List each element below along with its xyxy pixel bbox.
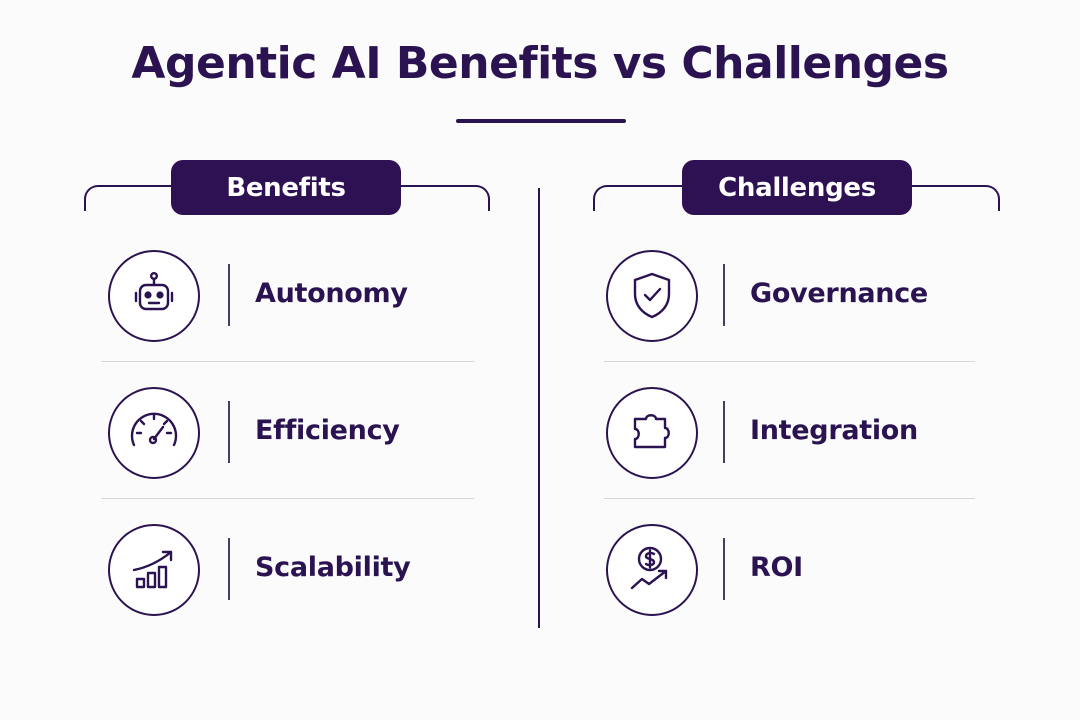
benefit-label: Autonomy	[255, 278, 408, 309]
row-divider	[101, 498, 474, 499]
row-separator	[723, 401, 725, 463]
benefits-header: Benefits	[171, 160, 401, 215]
row-divider	[604, 361, 975, 362]
challenge-label: ROI	[750, 552, 803, 583]
challenges-bracket-right	[906, 185, 1000, 211]
speedometer-icon	[108, 387, 200, 479]
challenges-header: Challenges	[682, 160, 912, 215]
benefit-label: Efficiency	[255, 415, 400, 446]
row-divider	[101, 361, 474, 362]
benefit-label: Scalability	[255, 552, 411, 583]
robot-icon	[108, 250, 200, 342]
row-separator	[228, 264, 230, 326]
growth-chart-icon	[108, 524, 200, 616]
benefits-bracket-left	[84, 185, 176, 211]
challenge-label: Integration	[750, 415, 918, 446]
row-divider	[604, 498, 975, 499]
challenges-bracket-left	[593, 185, 690, 211]
benefit-item-scalability: Scalability	[100, 514, 480, 632]
row-separator	[228, 538, 230, 600]
row-separator	[723, 538, 725, 600]
puzzle-piece-icon	[606, 387, 698, 479]
benefits-bracket-right	[396, 185, 490, 211]
challenge-item-governance: Governance	[597, 240, 977, 358]
dollar-growth-icon	[606, 524, 698, 616]
page-title: Agentic AI Benefits vs Challenges	[131, 38, 949, 89]
row-separator	[228, 401, 230, 463]
challenge-item-integration: Integration	[597, 377, 977, 495]
challenge-item-roi: ROI	[597, 514, 977, 632]
benefit-item-autonomy: Autonomy	[100, 240, 480, 358]
title-underline	[456, 119, 626, 123]
row-separator	[723, 264, 725, 326]
challenge-label: Governance	[750, 278, 928, 309]
center-divider	[538, 188, 540, 628]
shield-check-icon	[606, 250, 698, 342]
benefit-item-efficiency: Efficiency	[100, 377, 480, 495]
